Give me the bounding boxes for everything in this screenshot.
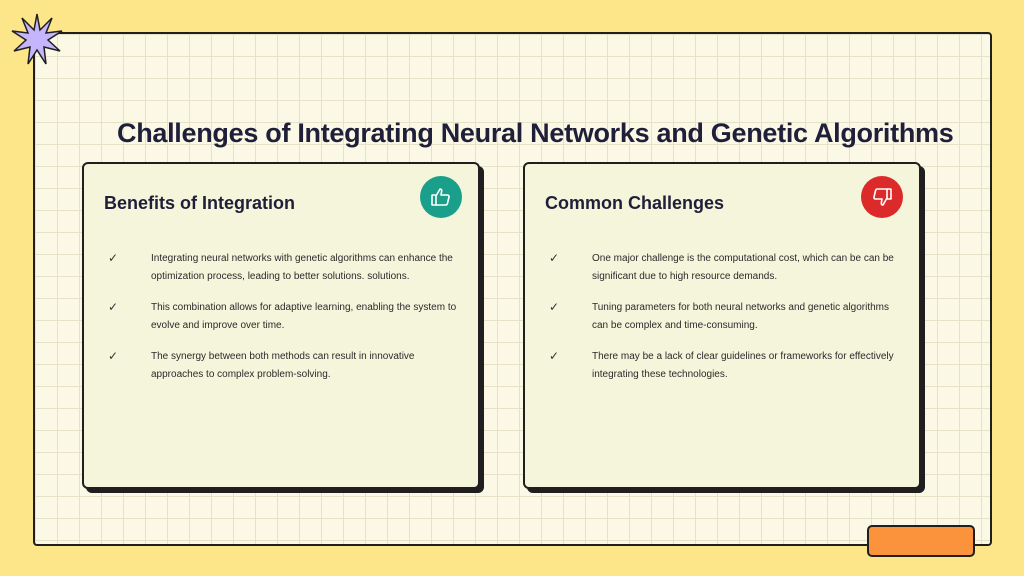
starburst-icon [11, 13, 63, 65]
list-item: ✓ Integrating neural networks with genet… [104, 250, 458, 285]
benefits-heading: Benefits of Integration [104, 193, 296, 213]
thumbs-up-icon [431, 188, 450, 206]
benefits-card: Benefits of Integration ✓ Integrating ne… [82, 162, 480, 489]
list-item-text: The synergy between both methods can res… [151, 351, 415, 380]
list-item: ✓ There may be a lack of clear guideline… [545, 348, 899, 383]
list-item: ✓ The synergy between both methods can r… [104, 348, 458, 383]
check-icon: ✓ [108, 251, 119, 265]
list-item-text: One major challenge is the computational… [592, 253, 894, 282]
list-item-text: Integrating neural networks with genetic… [151, 253, 453, 282]
benefits-list: ✓ Integrating neural networks with genet… [104, 250, 458, 397]
thumbs-down-badge [861, 176, 903, 218]
check-icon: ✓ [549, 300, 560, 314]
slide-title: Challenges of Integrating Neural Network… [117, 118, 954, 148]
check-icon: ✓ [108, 349, 119, 363]
list-item: ✓ This combination allows for adaptive l… [104, 299, 458, 334]
thumbs-down-icon [873, 188, 892, 206]
list-item: ✓ Tuning parameters for both neural netw… [545, 299, 899, 334]
decorative-orange-tab [867, 525, 975, 557]
challenges-list: ✓ One major challenge is the computation… [545, 250, 899, 397]
thumbs-up-badge [420, 176, 462, 218]
check-icon: ✓ [549, 251, 560, 265]
list-item-text: This combination allows for adaptive lea… [151, 302, 457, 331]
challenges-heading: Common Challenges [545, 193, 725, 213]
check-icon: ✓ [108, 300, 119, 314]
list-item-text: Tuning parameters for both neural networ… [592, 302, 890, 331]
slide-frame: Challenges of Integrating Neural Network… [33, 32, 992, 546]
list-item-text: There may be a lack of clear guidelines … [592, 351, 894, 380]
challenges-card: Common Challenges ✓ One major challenge … [523, 162, 921, 489]
list-item: ✓ One major challenge is the computation… [545, 250, 899, 285]
check-icon: ✓ [549, 349, 560, 363]
